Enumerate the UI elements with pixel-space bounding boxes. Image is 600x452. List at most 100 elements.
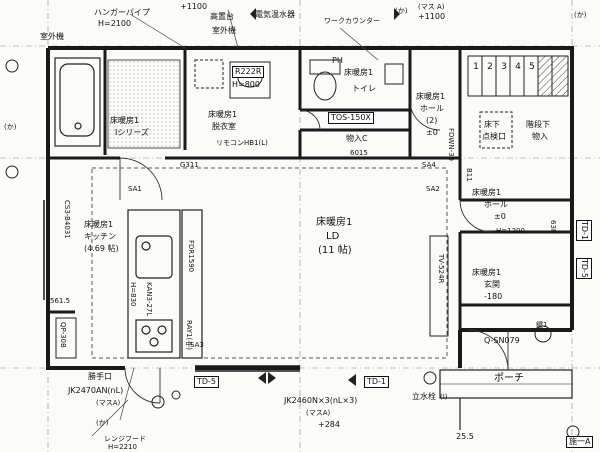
entrance-floor-heat-label: 床暖房1 xyxy=(472,268,502,277)
inspection-hatch xyxy=(479,111,513,149)
q-sn079-label: Q-SN079 xyxy=(484,336,520,345)
entrance-level-label: -180 xyxy=(484,292,503,301)
td1-right-tag: TD-1 xyxy=(576,220,592,242)
h1200-label: H=1200 xyxy=(496,227,525,235)
hall-label: ホール xyxy=(484,200,508,209)
ld-label: LD xyxy=(326,231,340,242)
water-mark-label: (Ⅰ) xyxy=(440,393,448,401)
closet-code-label: 6015 xyxy=(350,149,368,157)
sa4-label: SA4 xyxy=(422,161,436,169)
kan561-label: 561.5 xyxy=(50,297,71,305)
cs3-label: CS3-B4031 xyxy=(63,200,71,239)
dim-255-label: 25.5 xyxy=(456,432,474,441)
kitchen-label: キッチン xyxy=(84,232,116,241)
exterior-walls xyxy=(46,46,574,370)
kitchen-counter xyxy=(127,209,203,359)
applicable-a-tag: 施一A xyxy=(566,436,594,448)
dressing-floor-heat-label: 床暖房1 xyxy=(208,110,238,119)
range-hood-label: レンジフード xyxy=(104,435,146,443)
stair-step-3: 3 xyxy=(501,62,507,72)
entrance-label: 玄関 xyxy=(484,280,500,289)
plus-1100-top-label: +1100 xyxy=(180,2,208,11)
hall-level-label: ±0 xyxy=(494,212,506,221)
td1-bottom-tag: TD-1 xyxy=(364,376,390,388)
under-stairs-a-label: 階段下 xyxy=(526,120,550,129)
fdr-label: FDR1590 xyxy=(187,240,195,273)
g311-label: G311 xyxy=(180,161,199,169)
tv-board xyxy=(429,235,449,337)
toilet-floor-heat-label: 床暖房1 xyxy=(344,68,374,77)
leader-lines xyxy=(91,9,379,437)
tos150x-label: TOS-150X xyxy=(328,112,374,124)
ka-bottom-label: (か) xyxy=(96,419,109,427)
water-heater-label: 電気温水器 xyxy=(255,10,295,19)
key1-label: 鍵1 xyxy=(536,321,548,329)
r222r-label: R222R xyxy=(232,66,265,78)
hanger-height-label: H=2100 xyxy=(98,19,132,28)
toilet-label: トイレ xyxy=(352,84,376,93)
stair-step-5: 5 xyxy=(529,62,535,72)
refrigerator xyxy=(55,317,77,359)
sa3-label: SA3 xyxy=(190,341,204,349)
dressing-label: 脱衣室 xyxy=(212,122,236,131)
hall-floor-heat-label: 床暖房1 xyxy=(472,188,502,197)
ka-top-label: (か) xyxy=(395,7,408,15)
masu-b-label: (マスA) xyxy=(306,409,331,417)
ld-size-label: (11 帖) xyxy=(318,245,352,256)
masu-a-label: (マスA) xyxy=(96,399,121,407)
tv524r-label: TV-524R xyxy=(437,254,445,284)
work-counter-label: ワークカウンター xyxy=(324,17,380,25)
b11-label: B11 xyxy=(465,168,473,182)
porch-label: ポーチ xyxy=(494,373,524,384)
hall2-floor-heat-label: 床暖房1 xyxy=(416,92,446,101)
hall2-level-b-label: ±0 xyxy=(426,128,438,137)
b63r-label: 63R xyxy=(549,220,557,234)
kitchen-size-label: (4.69 帖) xyxy=(84,244,119,253)
td5-right-tag: TD-5 xyxy=(576,258,592,280)
hanger-pipe-label: ハンガーパイプ xyxy=(94,8,150,17)
fdwn30-label: FDWN-30 xyxy=(447,128,455,162)
mx-right-label: (マス A) xyxy=(418,3,445,11)
hall2-level-label: (2) xyxy=(426,116,438,125)
kan3-label: KAN3-27L xyxy=(145,282,153,317)
td5-left-tag: TD-5 xyxy=(194,376,220,388)
ld-floor-heating-zone xyxy=(91,167,448,359)
toilet-fixture xyxy=(309,59,404,101)
interior-walls xyxy=(48,48,572,330)
bath-floor-heat-label: 床暖房1 xyxy=(110,116,140,125)
katte-guchi-label: 勝手口 xyxy=(88,372,112,381)
ka-left-label: (か) xyxy=(4,123,17,131)
porch-outline xyxy=(439,369,573,430)
water-faucet-label: 立水栓 xyxy=(412,392,436,401)
jk2460-label: JK2460N×3(nL×3) xyxy=(284,396,358,405)
plus-1100-right-label: +1100 xyxy=(418,12,446,21)
inspection-b-label: 点検口 xyxy=(482,132,506,141)
h800-label: H=800 xyxy=(232,80,260,89)
kitchen-floor-heat-label: 床暖房1 xyxy=(84,220,114,229)
outdoor-unit-mid-label: 室外機 xyxy=(212,26,236,35)
stair-step-2: 2 xyxy=(487,62,493,72)
stair-step-4: 4 xyxy=(515,62,521,72)
remocon-label: リモコンHB1(L) xyxy=(216,139,268,147)
direction-triangles xyxy=(250,8,400,386)
hall2-label: ホール xyxy=(420,104,444,113)
jk2470-label: JK2470AN(nL) xyxy=(68,386,124,395)
bathtub xyxy=(54,57,101,147)
range-h-label: H=2210 xyxy=(108,443,137,451)
ray1-label: RAY1(中) xyxy=(185,320,193,351)
stairs-hatch xyxy=(537,55,569,97)
high-position-label: 高置台 xyxy=(210,12,234,21)
sa1-label: SA1 xyxy=(128,185,142,193)
sa2-label: SA2 xyxy=(426,185,440,193)
vanity xyxy=(194,59,271,99)
bath-wash-area xyxy=(107,59,181,149)
ph-label: PH xyxy=(332,56,343,65)
bath-series-label: Iシリーズ xyxy=(115,128,149,137)
h830-label: H=830 xyxy=(129,282,137,307)
fixture-circles xyxy=(5,59,580,439)
window-marks xyxy=(43,200,300,372)
closet-label: 物入C xyxy=(346,134,368,143)
outdoor-unit-left-label: 室外機 xyxy=(40,32,64,41)
door-swings xyxy=(119,99,509,404)
